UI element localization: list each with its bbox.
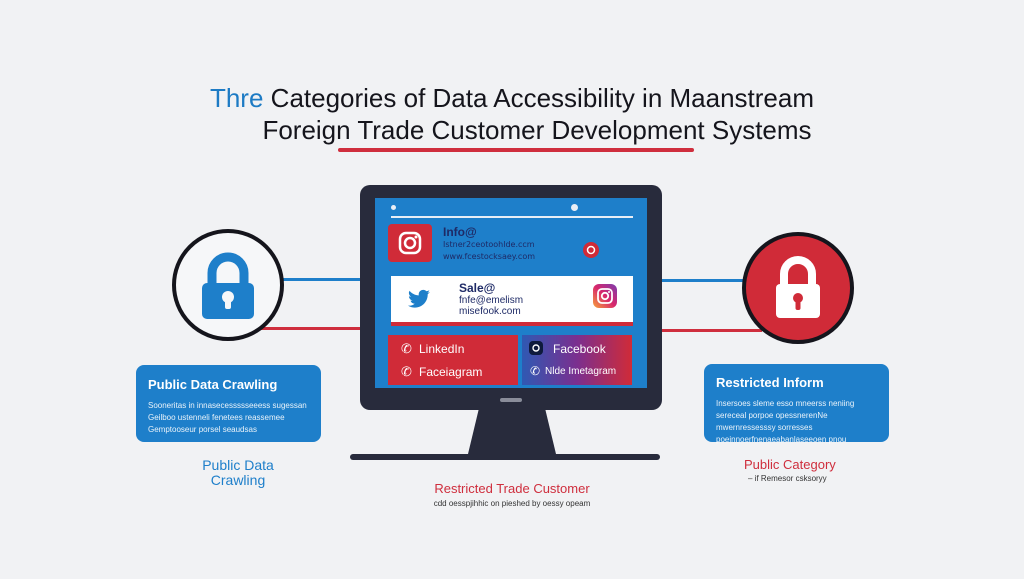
linkedin-tile[interactable] [388,335,518,385]
card-heading: Public Data Crawling [148,377,278,392]
contact-band [391,276,633,326]
record-icon[interactable] [583,242,599,258]
phone-icon: ✆ [530,364,541,378]
info-card-right: Restricted Inform Insersoes sleme esso m… [704,364,889,444]
browser-bar-line [391,216,633,218]
row2-line1: Sale@ [459,281,496,295]
row2-line3: misefook.com [459,306,521,317]
right-label-sub: – if Remesor csksoryy [748,474,827,483]
row1-line2: Istner2ceotoohlde.ccm [443,240,535,249]
bottom-label-title: Restricted Trade Customer [434,481,590,496]
row1-line1: Info@ [443,225,477,239]
bottom-label-sub: cdd oesspjihhic on pieshed by oessy opea… [433,499,591,508]
row2-line2: fnfe@emelism [459,295,524,306]
row4-left: Faceiagram [419,365,483,379]
phone-icon: ✆ [401,341,412,356]
monitor-power-indicator [500,398,522,402]
browser-dot [391,205,396,210]
phone-icon: ✆ [401,364,412,379]
row1-line3: www.fcestocksaey.com [443,252,536,261]
right-label-title: Public Category [744,457,836,472]
browser-dot [571,204,578,211]
instagram-icon [398,231,422,255]
row4-right: Nlde Imetagram [545,366,617,377]
lock-circle-right [742,232,854,344]
instagram-tile[interactable] [388,224,432,262]
lock-icon [202,252,254,319]
row3-right: Facebook [553,342,606,356]
monitor-stand-base [350,454,660,460]
bottom-label: Restricted Trade Customer cdd oesspjihhi… [392,481,632,508]
lock-icon [776,256,820,318]
left-label: Public Data Crawling [202,457,274,488]
title-underline [338,148,694,152]
connector-line-right-top [662,279,744,282]
monitor-screen: Info@ Istner2ceotoohlde.ccm www.fcestock… [375,198,647,388]
connector-line-left-top [280,278,360,281]
title-line1-rest: Categories of Data Accessibility in Maan… [263,83,815,113]
instagram-icon[interactable] [593,284,617,308]
info-card-left: Public Data Crawling Sooneritas in innas… [136,365,321,442]
title-first-word: Thre [209,83,264,113]
card-body: Insersoes sleme esso mneerss neniing ser… [716,399,855,444]
page-title: Thre Categories of Data Accessibility in… [0,82,1024,146]
connector-line-right-bottom [662,329,762,332]
card-body: Sooneritas in innasecessssseeess sugessa… [148,401,307,434]
connector-line-left-bottom [260,327,360,330]
instagram-icon [529,341,543,355]
monitor-stand-neck [468,410,556,454]
twitter-icon[interactable] [407,288,431,315]
right-label: Public Category – if Remesor csksoryy [744,457,894,483]
title-line2: Foreign Trade Customer Development Syste… [262,115,812,145]
row3-left: LinkedIn [419,342,465,356]
lock-circle-left [172,229,284,341]
card-heading: Restricted Inform [716,375,824,390]
contact-band-stripe [391,322,633,326]
